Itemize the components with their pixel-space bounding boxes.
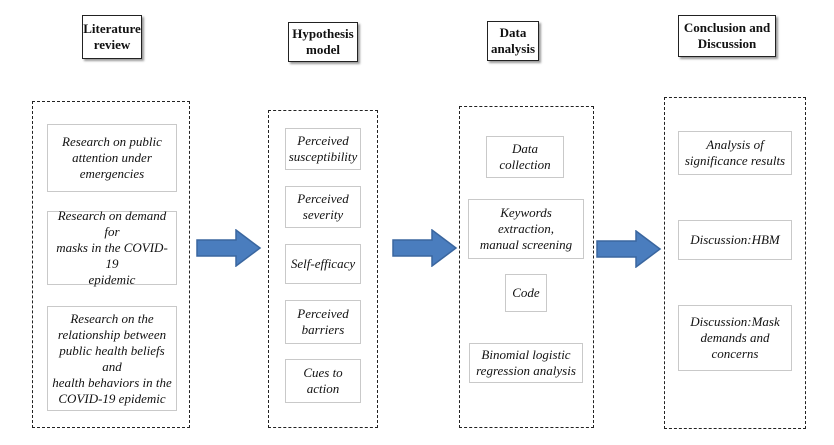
conclusion-item-discussion-hbm: Discussion:HBM: [678, 220, 792, 260]
hypothesis-item-barriers: Perceived barriers: [285, 300, 361, 344]
header-hypothesis-model: Hypothesis model: [288, 22, 358, 62]
column-data-analysis: [459, 106, 594, 428]
header-conclusion-discussion: Conclusion and Discussion: [678, 15, 776, 57]
hypothesis-item-cues-to-action: Cues to action: [285, 359, 361, 403]
analysis-item-code: Code: [505, 274, 547, 312]
analysis-item-keywords-extraction: Keywords extraction, manual screening: [468, 199, 584, 259]
right-arrow-icon: [196, 229, 262, 267]
conclusion-item-significance: Analysis of significance results: [678, 131, 792, 175]
column-hypothesis-model: [268, 110, 378, 428]
header-literature-review: Literature review: [82, 15, 142, 59]
hypothesis-item-susceptibility: Perceived susceptibility: [285, 128, 361, 170]
conclusion-item-mask-demands: Discussion:Mask demands and concerns: [678, 305, 792, 371]
column-literature-review: [32, 101, 190, 428]
header-data-analysis: Data analysis: [487, 21, 539, 61]
analysis-item-data-collection: Data collection: [486, 136, 564, 178]
analysis-item-logistic-regression: Binomial logistic regression analysis: [469, 343, 583, 383]
hypothesis-item-self-efficacy: Self-efficacy: [285, 244, 361, 284]
right-arrow-icon: [596, 230, 662, 268]
literature-item-mask-demand: Research on demand for masks in the COVI…: [47, 208, 177, 287]
literature-item-public-attention: Research on public attention under emerg…: [47, 124, 177, 192]
right-arrow-icon: [392, 229, 458, 267]
literature-item-health-beliefs: Research on the relationship between pub…: [47, 306, 177, 411]
hypothesis-item-severity: Perceived severity: [285, 186, 361, 228]
column-conclusion-discussion: [664, 97, 806, 429]
